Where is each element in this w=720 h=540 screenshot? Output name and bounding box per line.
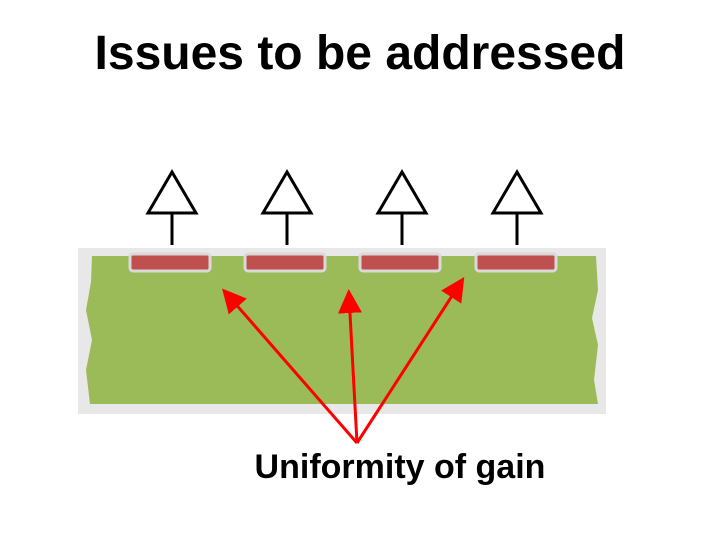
pointer-arrows [222,276,465,444]
amplifier-triangle-icon [375,169,429,245]
caption: Uniformity of gain [254,448,546,486]
readout-pad-3 [358,252,442,273]
pointer-arrow-icon [355,276,465,444]
amplifier-triangle-icon [260,169,314,245]
amplifiers [145,169,544,245]
substrate [86,256,598,404]
amplifier-triangle-icon [145,169,199,245]
pointer-arrow-icon [337,289,362,444]
pointer-arrow-icon [222,288,359,444]
readout-pads [128,252,558,273]
amplifier-triangle-icon [490,169,544,245]
slide-title: Issues to be addressed [94,27,626,80]
readout-pad-1 [128,252,212,273]
readout-pad-2 [243,252,327,273]
readout-pad-4 [474,252,558,273]
